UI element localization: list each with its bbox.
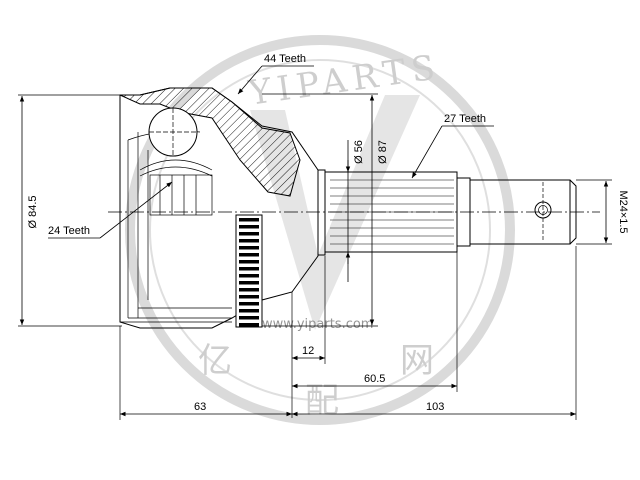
abs-ring-tooth: [239, 309, 259, 313]
abs-ring-tooth: [239, 239, 259, 243]
dim-103: 103: [292, 246, 577, 420]
stub-shaft: [318, 169, 577, 256]
abs-ring-tooth: [239, 225, 259, 229]
label-dim-12: 12: [302, 345, 314, 357]
label-thread: M24×1.5: [617, 190, 629, 233]
watermark-char-3: 网: [400, 341, 434, 381]
label-dim-103: 103: [426, 401, 444, 413]
abs-ring-tooth: [239, 274, 259, 278]
abs-ring-tooth: [239, 267, 259, 271]
abs-ring-tooth: [239, 316, 259, 320]
outer-race-housing: [119, 87, 319, 329]
callout-27-teeth: 27 Teeth: [411, 113, 494, 179]
abs-ring-tooth: [239, 323, 259, 327]
abs-tone-ring: [235, 214, 263, 328]
abs-ring-tooth: [239, 281, 259, 285]
watermark-url: www.yiparts.com: [262, 317, 373, 332]
label-27-teeth: 27 Teeth: [444, 113, 486, 125]
abs-ring-tooth: [239, 295, 259, 299]
dim-12: 12: [291, 256, 326, 418]
dim-dia-87: Ø 87: [262, 93, 389, 327]
abs-ring-tooth: [239, 288, 259, 292]
label-dim-63: 63: [194, 401, 206, 413]
watermark-char-1: 亿: [198, 341, 232, 381]
label-dia-56: Ø 56: [353, 140, 365, 164]
callout-24-teeth: 24 Teeth: [48, 181, 173, 239]
abs-ring-tooth: [239, 253, 259, 257]
label-dim-60-5: 60.5: [364, 373, 385, 385]
abs-ring-tooth: [239, 246, 259, 250]
dim-dia-84-5: Ø 84.5: [18, 94, 122, 327]
label-24-teeth: 24 Teeth: [48, 225, 90, 237]
label-dia-84-5: Ø 84.5: [27, 195, 39, 228]
dim-60-5: 60.5: [292, 252, 458, 392]
dim-dia-56: Ø 56: [325, 140, 365, 282]
abs-ring-tooth: [239, 218, 259, 222]
abs-ring-tooth: [239, 302, 259, 306]
abs-ring-tooth: [239, 260, 259, 264]
abs-ring-tooth: [239, 232, 259, 236]
label-dia-87: Ø 87: [377, 140, 389, 164]
watermark-char-2: 配: [305, 381, 339, 421]
dim-thread: M24×1.5: [576, 179, 629, 245]
callout-44-teeth: 44 Teeth: [237, 53, 314, 95]
label-44-teeth: 44 Teeth: [264, 53, 306, 65]
ball-bearing: [148, 107, 198, 157]
dim-63: 63: [119, 326, 292, 420]
